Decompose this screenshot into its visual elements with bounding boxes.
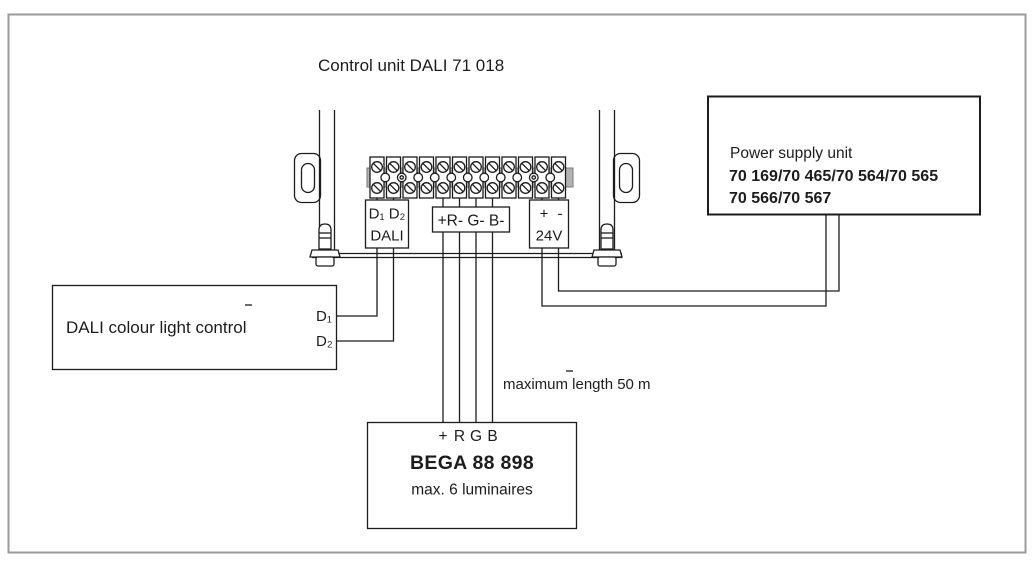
dali-controller-title: DALI colour light control — [66, 318, 246, 337]
dali-terminal-line1: D₁ D₂ — [369, 206, 406, 223]
wire-d2 — [337, 248, 395, 342]
base-rail — [312, 252, 622, 259]
fixing-bolt-left — [309, 223, 341, 267]
luminaire-terminal-plus: + — [438, 428, 447, 445]
wire-24v-plus — [541, 214, 827, 307]
diagram-title: Control unit DALI 71 018 — [318, 56, 504, 75]
power-supply-models-2: 70 566/70 567 — [729, 190, 831, 207]
wires — [337, 214, 840, 422]
fixing-bolt-right — [591, 223, 623, 267]
24v-voltage-label: 24V — [536, 228, 563, 245]
luminaire-terminal-g: G — [470, 428, 482, 445]
dali-controller-box: DALI colour light control D₁ D₂ — [51, 284, 338, 371]
terminal-junctions — [380, 172, 556, 183]
power-supply-models-1: 70 169/70 465/70 564/70 565 — [729, 168, 938, 185]
24v-minus-label: - — [558, 206, 563, 223]
wire-d1 — [337, 248, 378, 317]
dali-controller-d1: D₁ — [316, 308, 332, 325]
luminaire-box: + R G B BEGA 88 898 max. 6 luminaires — [366, 421, 578, 530]
terminal-ticks — [376, 198, 560, 207]
luminaire-terminal-b: B — [487, 428, 497, 445]
terminal-label-rgb: +R- G- B- — [431, 206, 511, 233]
mounting-tab-left — [293, 152, 322, 204]
24v-plus-label: + — [540, 206, 549, 223]
terminal-label-24v: + - 24V — [528, 199, 570, 249]
terminal-label-dali: D₁ D₂ DALI — [364, 199, 410, 249]
mounting-tab-right — [612, 152, 641, 204]
wire-24v-minus — [557, 214, 840, 292]
page-border — [7, 13, 1027, 554]
power-supply-title: Power supply unit — [730, 145, 853, 162]
luminaire-terminal-r: R — [454, 428, 465, 445]
rgb-terminal-label: +R- G- B- — [438, 213, 505, 230]
power-supply-box: Power supply unit 70 169/70 465/70 564/7… — [707, 95, 981, 216]
terminal-strip — [366, 156, 574, 199]
din-rail-right — [598, 110, 616, 253]
dali-terminal-line2: DALI — [370, 228, 403, 245]
luminaire-note: max. 6 luminaires — [411, 482, 533, 499]
luminaire-name: BEGA 88 898 — [410, 452, 534, 474]
max-length-note: maximum length 50 m — [503, 376, 651, 393]
dali-controller-d2: D₂ — [316, 333, 333, 350]
